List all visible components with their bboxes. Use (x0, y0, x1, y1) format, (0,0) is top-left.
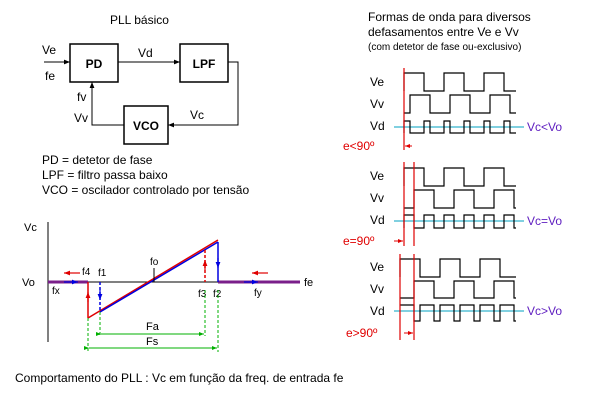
input-fe-label: fe (45, 69, 55, 83)
feedback-path-vv (89, 82, 124, 126)
transfer-plot-caption: Comportamento do PLL : Vc em função da f… (15, 371, 344, 385)
g2-vv-label: Vv (370, 191, 384, 205)
g1-condition-label: e<90º (343, 139, 375, 153)
g2-ve-wave (403, 167, 516, 187)
g2-condition-label: e=90º (343, 234, 375, 248)
g3-result-label: Vc>Vo (527, 304, 562, 318)
input-ve-label: Ve (42, 43, 56, 57)
g1-vd-label: Vd (370, 119, 385, 133)
fv-label: fv (77, 90, 86, 104)
block-diagram-title: PLL básico (110, 13, 169, 27)
trajectory-increasing (99, 241, 219, 313)
g3-ve-label: Ve (370, 260, 384, 274)
lpf-block (179, 43, 229, 83)
g2-ve-label: Ve (370, 169, 384, 183)
vco-block (123, 105, 169, 145)
g1-vv-wave (404, 94, 516, 114)
pd-block-label: PD (86, 57, 103, 71)
fo-label: fo (150, 257, 159, 268)
g3-ve-wave (399, 258, 516, 278)
transfer-plot: Vc fe Vo fo f4 f1 f3 f2 fx fy (15, 222, 344, 385)
waveform-group-gt90: Ve Vv Vd Vc>Vo e>90º (346, 254, 562, 340)
legend-line-vco: VCO = oscilador controlado por tensão (42, 183, 249, 197)
f1-label: f1 (98, 268, 107, 279)
g1-ve-label: Ve (370, 75, 384, 89)
g3-vd-label: Vd (370, 304, 385, 318)
legend: PD = detetor de fase LPF = filtro passa … (42, 153, 249, 197)
g3-vv-wave (400, 280, 516, 299)
feedback-path-vc (168, 61, 239, 128)
vco-block-label: VCO (133, 119, 159, 133)
vd-label: Vd (138, 46, 153, 60)
lpf-block-label: LPF (193, 57, 216, 71)
g1-vv-label: Vv (370, 97, 384, 111)
g2-vd-wave (403, 214, 516, 229)
vo-label: Vo (22, 277, 35, 289)
g3-vd-wave (400, 304, 516, 322)
g1-vd-wave (403, 120, 516, 134)
waveform-group-eq90: Ve Vv Vd Vc=Vo e=90º (343, 162, 562, 248)
pll-block-diagram: PLL básico Ve fe PD Vd LPF Vc VCO fv Vv (42, 13, 239, 145)
g3-condition-label: e>90º (346, 326, 378, 340)
vc-signal-label: Vc (190, 108, 204, 122)
g2-vv-wave (404, 189, 516, 209)
fy-label: fy (254, 288, 262, 299)
fx-label: fx (52, 286, 60, 297)
waveform-group-lt90: Ve Vv Vd Vc<Vo e<90º (343, 68, 562, 153)
g3-vv-label: Vv (370, 282, 384, 296)
legend-line-lpf: LPF = filtro passa baixo (42, 168, 168, 182)
g1-ve-wave (403, 72, 516, 92)
vv-label: Vv (74, 111, 88, 125)
fa-label: Fa (146, 321, 160, 333)
x-axis-label: fe (304, 277, 313, 289)
legend-line-pd: PD = detetor de fase (42, 153, 153, 167)
fs-label: Fs (146, 336, 159, 348)
waveforms-title-line2: defasamentos entre Ve e Vv (368, 25, 519, 39)
f4-label: f4 (82, 267, 91, 278)
g1-result-label: Vc<Vo (527, 120, 562, 134)
g2-result-label: Vc=Vo (527, 214, 562, 228)
y-axis-label: Vc (24, 222, 37, 234)
waveforms-panel: Formas de onda para diversos defasamento… (343, 10, 562, 340)
f3-label: f3 (198, 289, 207, 300)
f2-label: f2 (213, 289, 222, 300)
waveforms-title-line1: Formas de onda para diversos (368, 10, 531, 24)
trajectory-decreasing (87, 239, 219, 319)
waveforms-subtitle: (com detetor de fase ou-exclusivo) (368, 42, 521, 53)
g2-vd-label: Vd (370, 213, 385, 227)
